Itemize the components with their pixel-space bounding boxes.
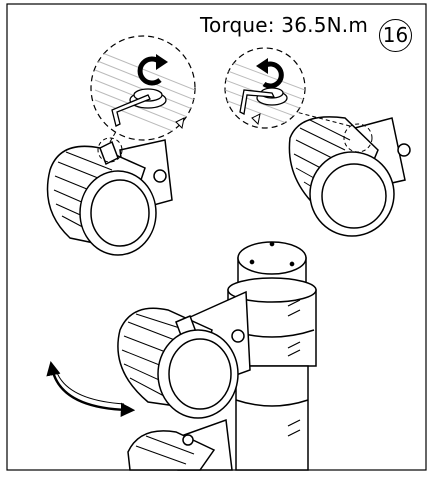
swivel-arrow-icon bbox=[46, 360, 136, 417]
pole-lower bbox=[235, 365, 309, 471]
pole-assembly bbox=[117, 241, 317, 471]
detail-callout-left bbox=[90, 35, 196, 141]
hex-key-icon-right bbox=[239, 89, 276, 115]
bracket-bolt-right bbox=[397, 143, 411, 157]
detail-callout-right bbox=[224, 47, 306, 129]
floodlight-top-left bbox=[46, 139, 173, 256]
clockwise-rotate-icon bbox=[137, 56, 162, 86]
hex-key-icon bbox=[111, 94, 151, 127]
step-number-badge: 16 bbox=[379, 19, 412, 52]
pole-cap bbox=[237, 241, 307, 275]
callout-origin-right bbox=[343, 123, 373, 153]
floodlight-top-right bbox=[288, 116, 411, 237]
pole-bracket-bolt bbox=[231, 329, 245, 343]
lamp-lens-bottom bbox=[168, 338, 232, 410]
bracket-bolt bbox=[153, 169, 167, 183]
callout-origin-left bbox=[97, 137, 123, 163]
lock-screw bbox=[99, 140, 119, 166]
lamp-lens-right bbox=[321, 163, 387, 229]
callout-leader-right bbox=[295, 111, 351, 127]
lamp-lens bbox=[90, 179, 150, 247]
counter-clockwise-rotate-icon bbox=[262, 61, 284, 89]
torque-label: Torque: 36.5N.m bbox=[200, 13, 369, 37]
callout-leader-left bbox=[109, 127, 119, 143]
